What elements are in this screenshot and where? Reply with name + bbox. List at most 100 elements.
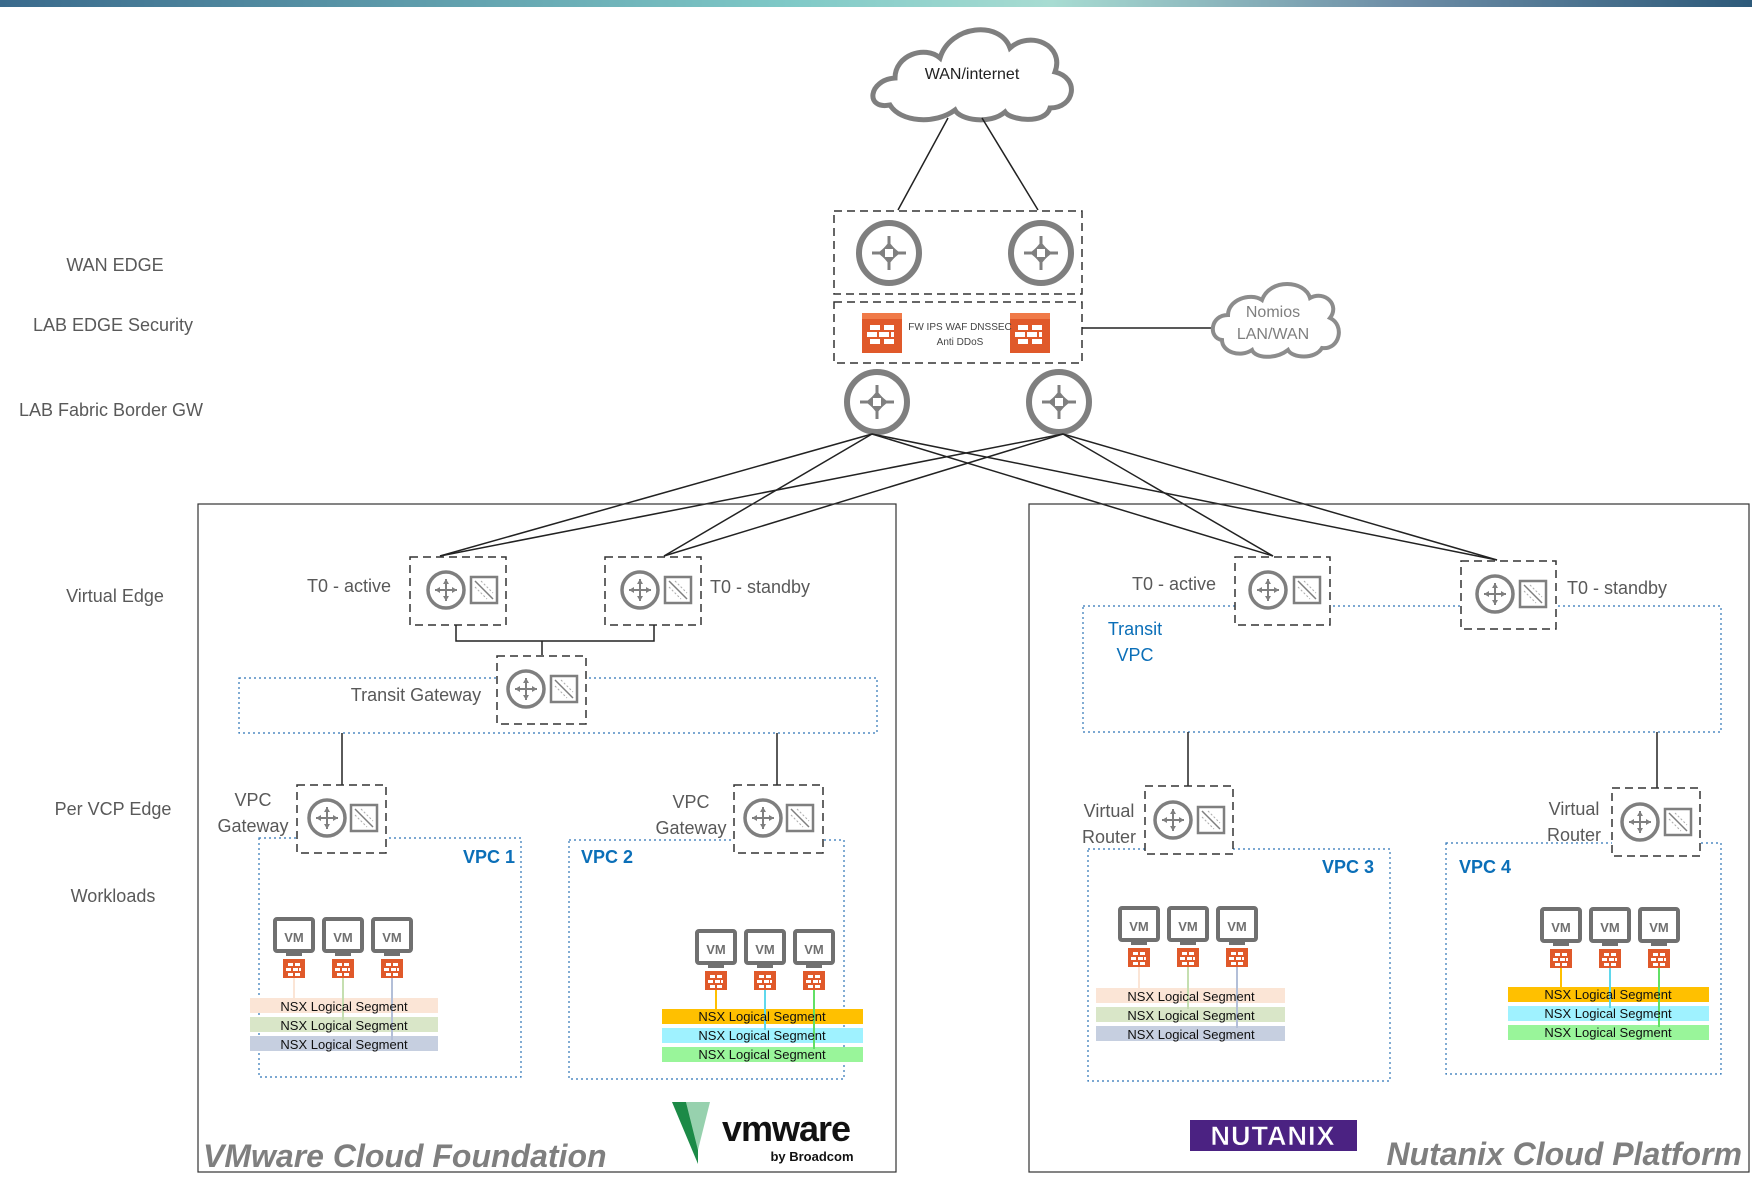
firewall-features-line2: Anti DDoS bbox=[937, 337, 984, 348]
label-lab-fabric-border-gw: LAB Fabric Border GW bbox=[19, 400, 203, 420]
vpc3-vm-2-icon[interactable] bbox=[1167, 906, 1209, 969]
vpc2-gateway-label-line2: Gateway bbox=[655, 818, 726, 838]
vmware-t0-active-firewall-icon[interactable] bbox=[469, 575, 499, 605]
vpc4-virtual-router-line2: Router bbox=[1547, 825, 1601, 845]
nutanix-t0-active-firewall-icon[interactable] bbox=[1292, 575, 1322, 605]
edge-security-group bbox=[833, 301, 1083, 364]
vpc2-box bbox=[568, 839, 845, 1080]
vpc4-segment-1-label: NSX Logical Segment bbox=[1544, 987, 1672, 1002]
nutanix-logo: NUTANIX bbox=[1190, 1120, 1357, 1151]
vpc2-segments: NSX Logical Segment NSX Logical Segment … bbox=[662, 990, 863, 1062]
vpc4-segment-3-label: NSX Logical Segment bbox=[1544, 1025, 1672, 1040]
vmware-logo: vmware by Broadcom bbox=[672, 1102, 854, 1164]
vpc3-virtual-router-line1: Virtual bbox=[1084, 801, 1135, 821]
nutanix-transit-vpc-line1: Transit bbox=[1108, 619, 1162, 639]
vpc2-segment-3-label: NSX Logical Segment bbox=[698, 1047, 826, 1062]
vmware-transit-gateway-bar bbox=[238, 677, 878, 734]
vpc1-segments: NSX Logical Segment NSX Logical Segment … bbox=[250, 978, 438, 1052]
vpc3-segment-1-label: NSX Logical Segment bbox=[1127, 989, 1255, 1004]
vpc3-virtual-router[interactable] bbox=[1153, 800, 1193, 840]
vpc2-gateway-firewall-icon[interactable] bbox=[785, 803, 815, 833]
wan-edge-router-2[interactable] bbox=[1011, 223, 1071, 283]
vpc3-vm-3-icon[interactable] bbox=[1216, 906, 1258, 969]
vmware-t0-active-label: T0 - active bbox=[307, 576, 391, 596]
nutanix-footer-title: Nutanix Cloud Platform bbox=[1386, 1136, 1742, 1172]
vpc1-vm-1-icon[interactable] bbox=[273, 917, 315, 980]
vpc2-vm-2-icon[interactable] bbox=[744, 929, 786, 992]
label-workloads: Workloads bbox=[71, 886, 156, 906]
vpc3-vm-1-icon[interactable] bbox=[1118, 906, 1160, 969]
nutanix-t0-standby-label: T0 - standby bbox=[1567, 578, 1667, 598]
vpc1-label: VPC 1 bbox=[463, 847, 515, 867]
vmware-transit-gateway-router[interactable] bbox=[506, 669, 546, 709]
vpc1-segment-3-label: NSX Logical Segment bbox=[280, 1037, 408, 1052]
edge-firewall-1-icon[interactable] bbox=[862, 313, 902, 353]
vpc4-label: VPC 4 bbox=[1459, 857, 1511, 877]
vpc2-vm-1-icon[interactable] bbox=[695, 929, 737, 992]
wan-edge-group bbox=[833, 210, 1083, 295]
vmware-footer-title: VMware Cloud Foundation bbox=[203, 1138, 607, 1174]
tier-labels: WAN EDGE LAB EDGE Security LAB Fabric Bo… bbox=[19, 255, 203, 906]
vpc4-vm-1-icon[interactable] bbox=[1540, 907, 1582, 970]
vmware-transit-gateway-firewall-icon[interactable] bbox=[549, 674, 579, 704]
vpc1-segment-1-label: NSX Logical Segment bbox=[280, 999, 408, 1014]
border-gw-router-1[interactable] bbox=[847, 372, 907, 432]
wan-edge-router-1[interactable] bbox=[859, 223, 919, 283]
nutanix-t0-active-router[interactable] bbox=[1248, 570, 1288, 610]
vmware-t0-standby-label: T0 - standby bbox=[710, 577, 810, 597]
vmware-transit-gateway-label: Transit Gateway bbox=[351, 685, 481, 705]
wan-cloud-label: WAN/internet bbox=[925, 66, 1020, 83]
border-gw-router-2[interactable] bbox=[1029, 372, 1089, 432]
vpc1-gateway-label-line1: VPC bbox=[234, 790, 271, 810]
vpc4-segments: NSX Logical Segment NSX Logical Segment … bbox=[1508, 966, 1709, 1040]
nutanix-logo-word: NUTANIX bbox=[1211, 1121, 1336, 1151]
nutanix-t0-active-label: T0 - active bbox=[1132, 574, 1216, 594]
nomios-cloud-line1: Nomios bbox=[1246, 304, 1300, 321]
vpc3-virtual-router-line2: Router bbox=[1082, 827, 1136, 847]
vpc2-segment-1-label: NSX Logical Segment bbox=[698, 1009, 826, 1024]
firewall-features-line1: FW IPS WAF DNSSEC bbox=[908, 322, 1012, 333]
vmware-t0-standby-router[interactable] bbox=[620, 570, 660, 610]
vmware-t0-active-router[interactable] bbox=[426, 570, 466, 610]
fabric-links bbox=[439, 433, 1498, 561]
vpc2-gateway-label-line1: VPC bbox=[672, 792, 709, 812]
label-per-vcp-edge: Per VCP Edge bbox=[55, 799, 172, 819]
vpc4-vm-2-icon[interactable] bbox=[1589, 907, 1631, 970]
vpc1-segment-2-label: NSX Logical Segment bbox=[280, 1018, 408, 1033]
nomios-cloud: Nomios LAN/WAN bbox=[1211, 282, 1341, 359]
vpc1-gateway-router[interactable] bbox=[307, 798, 347, 838]
vpc4-virtual-router-firewall-icon[interactable] bbox=[1663, 807, 1693, 837]
vpc4-virtual-router-line1: Virtual bbox=[1549, 799, 1600, 819]
vmware-panel bbox=[197, 503, 897, 1173]
nutanix-t0-standby-firewall-icon[interactable] bbox=[1518, 579, 1548, 609]
vpc4-vm-3-icon[interactable] bbox=[1638, 907, 1680, 970]
label-virtual-edge: Virtual Edge bbox=[66, 586, 164, 606]
vpc1-vm-2-icon[interactable] bbox=[322, 917, 364, 980]
vpc3-segment-3-label: NSX Logical Segment bbox=[1127, 1027, 1255, 1042]
nutanix-transit-vpc-box bbox=[1082, 605, 1722, 733]
vpc4-virtual-router[interactable] bbox=[1620, 802, 1660, 842]
vpc2-segment-2-label: NSX Logical Segment bbox=[698, 1028, 826, 1043]
vpc1-gateway-firewall-icon[interactable] bbox=[349, 803, 379, 833]
vpc1-box bbox=[258, 837, 522, 1078]
label-wan-edge: WAN EDGE bbox=[66, 255, 163, 275]
nutanix-transit-vpc-line2: VPC bbox=[1116, 645, 1153, 665]
vpc1-gateway-label-line2: Gateway bbox=[217, 816, 288, 836]
vpc3-box bbox=[1087, 848, 1391, 1082]
wan-cloud: WAN/internet bbox=[870, 27, 1074, 123]
vpc2-vm-3-icon[interactable] bbox=[793, 929, 835, 992]
vpc3-virtual-router-firewall-icon[interactable] bbox=[1196, 805, 1226, 835]
vpc1-vm-3-icon[interactable] bbox=[371, 917, 413, 980]
top-banner bbox=[0, 0, 1752, 7]
vmware-logo-word: vmware bbox=[722, 1108, 850, 1149]
vmware-t0-standby-firewall-icon[interactable] bbox=[663, 575, 693, 605]
vpc3-segments: NSX Logical Segment NSX Logical Segment … bbox=[1096, 967, 1285, 1042]
vpc4-segment-2-label: NSX Logical Segment bbox=[1544, 1006, 1672, 1021]
nutanix-t0-standby-router[interactable] bbox=[1475, 574, 1515, 614]
label-lab-edge-security: LAB EDGE Security bbox=[33, 315, 193, 335]
vpc3-segment-2-label: NSX Logical Segment bbox=[1127, 1008, 1255, 1023]
edge-firewall-2-icon[interactable] bbox=[1010, 313, 1050, 353]
nutanix-panel bbox=[1028, 503, 1750, 1173]
vpc3-label: VPC 3 bbox=[1322, 857, 1374, 877]
vpc2-gateway-router[interactable] bbox=[743, 798, 783, 838]
